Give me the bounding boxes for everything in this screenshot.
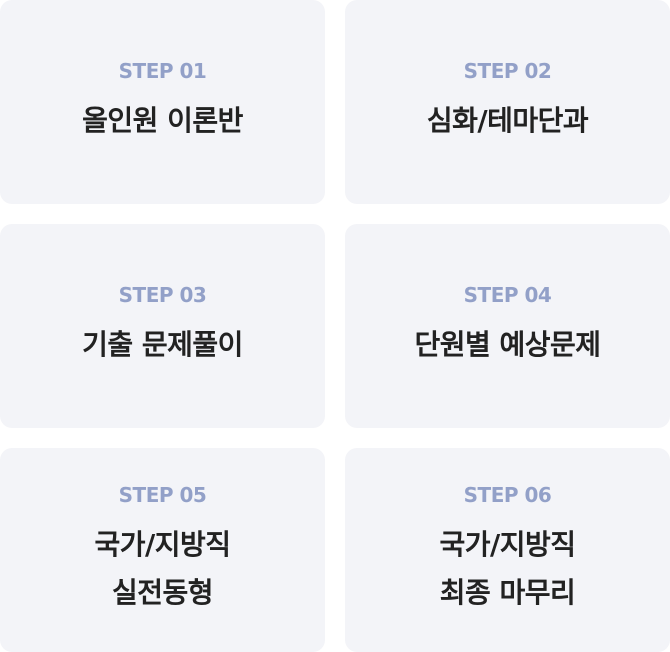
- step-title-line: 올인원 이론반: [82, 104, 243, 137]
- step-card-03[interactable]: STEP 03 기출 문제풀이: [0, 224, 325, 428]
- step-title-line: 단원별 예상문제: [414, 328, 601, 361]
- step-card-01[interactable]: STEP 01 올인원 이론반: [0, 0, 325, 204]
- step-label: STEP 02: [463, 59, 552, 83]
- step-title-line: 기출 문제풀이: [82, 328, 243, 361]
- step-title-line: 최종 마무리: [439, 576, 576, 609]
- step-title: 기출 문제풀이: [82, 321, 243, 369]
- step-label: STEP 03: [118, 283, 207, 307]
- step-title: 단원별 예상문제: [414, 321, 601, 369]
- step-title: 올인원 이론반: [82, 97, 243, 145]
- step-title-line: 실전동형: [111, 576, 214, 609]
- step-label: STEP 05: [118, 483, 207, 507]
- step-card-05[interactable]: STEP 05 국가/지방직 실전동형: [0, 448, 325, 652]
- step-label: STEP 06: [463, 483, 552, 507]
- step-title: 국가/지방직 최종 마무리: [439, 521, 576, 617]
- step-title: 심화/테마단과: [426, 97, 589, 145]
- step-title-line: 심화/테마단과: [426, 104, 589, 137]
- step-title-line: 국가/지방직: [94, 528, 231, 561]
- step-card-04[interactable]: STEP 04 단원별 예상문제: [345, 224, 670, 428]
- step-card-02[interactable]: STEP 02 심화/테마단과: [345, 0, 670, 204]
- step-label: STEP 01: [118, 59, 207, 83]
- step-label: STEP 04: [463, 283, 552, 307]
- step-title-line: 국가/지방직: [439, 528, 576, 561]
- step-card-06[interactable]: STEP 06 국가/지방직 최종 마무리: [345, 448, 670, 652]
- step-title: 국가/지방직 실전동형: [94, 521, 231, 617]
